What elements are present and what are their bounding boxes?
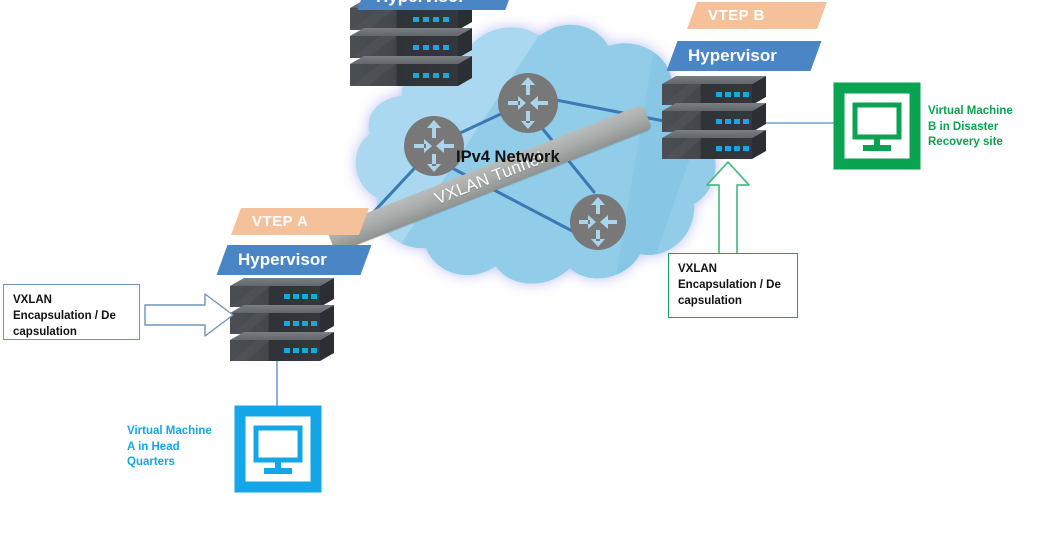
left-box-line1: VXLAN xyxy=(13,294,52,306)
left-encapsulation-box: VXLAN Encapsulation / De capsulation xyxy=(3,284,140,340)
vtep-a-hypervisor-label: Hypervisor xyxy=(238,250,327,269)
vtep-a-banner: VTEP A xyxy=(231,208,369,235)
right-box-line3: capsulation xyxy=(678,295,742,307)
vtep-b-hypervisor-label: Hypervisor xyxy=(688,46,777,65)
vm-b-label: Virtual Machine B in Disaster Recovery s… xyxy=(928,105,1013,148)
right-box-line2: Encapsulation / De xyxy=(678,279,781,291)
vtep-b-label: VTEP B xyxy=(708,7,765,24)
vm-b-monitor-icon xyxy=(833,82,921,170)
vtep-top-hypervisor-banner: Hypervisor xyxy=(357,0,515,10)
server-stack-top xyxy=(350,0,472,86)
right-encapsulation-box: VXLAN Encapsulation / De capsulation xyxy=(668,253,798,318)
vm-a-label: Virtual Machine A in Head Quarters xyxy=(127,425,212,468)
vtep-a-label: VTEP A xyxy=(252,213,309,230)
vtep-b-hypervisor-banner: Hypervisor xyxy=(666,41,822,71)
vtep-a-hypervisor-banner: Hypervisor xyxy=(216,245,372,275)
vtep-top-hypervisor-label: Hypervisor xyxy=(376,0,465,7)
link-routerleft-routertop xyxy=(456,110,507,136)
vm-a-monitor-icon xyxy=(234,405,322,493)
router-bottom xyxy=(570,194,626,250)
server-stack-vtep-a xyxy=(230,278,334,361)
arrow-right-encapsulation xyxy=(706,161,750,256)
right-box-line1: VXLAN xyxy=(678,263,717,275)
arrow-left-encapsulation xyxy=(144,293,234,337)
left-box-line3: capsulation xyxy=(13,326,77,338)
router-left xyxy=(404,116,464,176)
vtep-b-banner: VTEP B xyxy=(687,2,827,29)
server-stack-vtep-b xyxy=(662,76,766,159)
ipv4-network-label: IPv4 Network xyxy=(456,148,560,166)
router-top xyxy=(498,73,558,133)
left-box-line2: Encapsulation / De xyxy=(13,310,116,322)
